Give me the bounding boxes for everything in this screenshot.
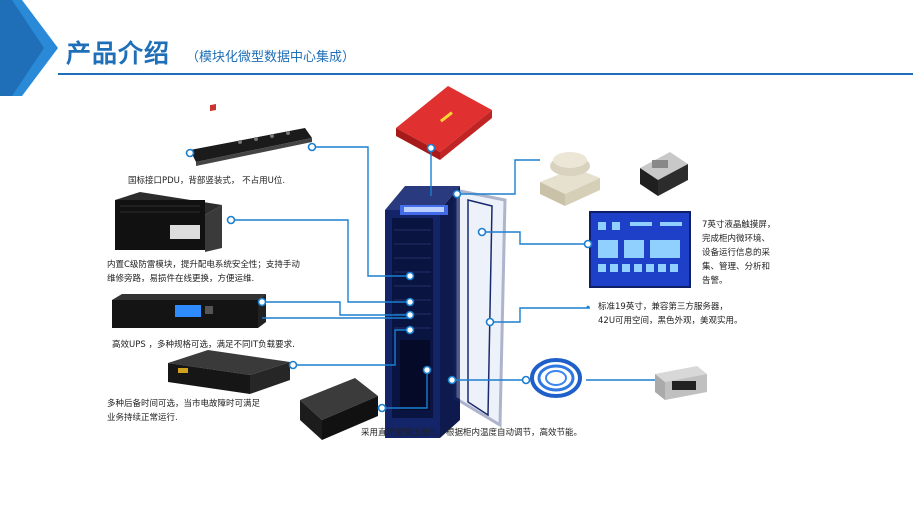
touchscreen-image <box>589 211 691 288</box>
compressor-image <box>300 378 378 440</box>
c-module-label: 内置C级防雷模块，提升配电系统安全性；支持手动 维修旁路，易损件在线更换，方便运… <box>107 260 300 284</box>
page-title: 产品介绍 <box>66 39 171 68</box>
magnetic-lock-image <box>655 366 707 400</box>
smoke-detector-image <box>540 152 600 206</box>
cabinet-image <box>385 186 507 438</box>
red-server-unit-image <box>396 86 492 160</box>
connector-dots <box>185 142 593 413</box>
title-divider <box>58 73 913 75</box>
page-subtitle: （模块化微型数据中心集成） <box>186 50 356 65</box>
pdu-label: 国标接口PDU，背部竖装式， 不占用U位. <box>128 176 286 186</box>
connector-lines <box>231 146 655 409</box>
rack-label: 标准19英寸，兼容第三方服务器， 42U可用空间，黑色外观，美观实用。 <box>598 302 743 326</box>
corner-decoration <box>0 0 58 96</box>
ups-image <box>112 294 266 328</box>
pdu-image <box>190 104 312 166</box>
compressor-label: 采用直流变频压缩机，根据柜内温度自动调节，高效节能。 <box>361 428 583 438</box>
touchscreen-label: 7英寸液晶触摸屏， 完成柜内微环境、 设备运行信息的采 集、管理、分析和 告警。 <box>702 220 776 286</box>
battery-label: 多种后备时间可选，当市电故障时可满足 业务持续正常运行. <box>107 399 261 423</box>
ups-label: 高效UPS ，多种规格可选，满足不同IT负载要求. <box>112 340 295 350</box>
lightning-protection-module-image <box>115 192 222 252</box>
battery-unit-image <box>168 350 290 394</box>
leak-detection-cable-image <box>530 358 582 398</box>
temperature-sensor-image <box>640 152 688 196</box>
